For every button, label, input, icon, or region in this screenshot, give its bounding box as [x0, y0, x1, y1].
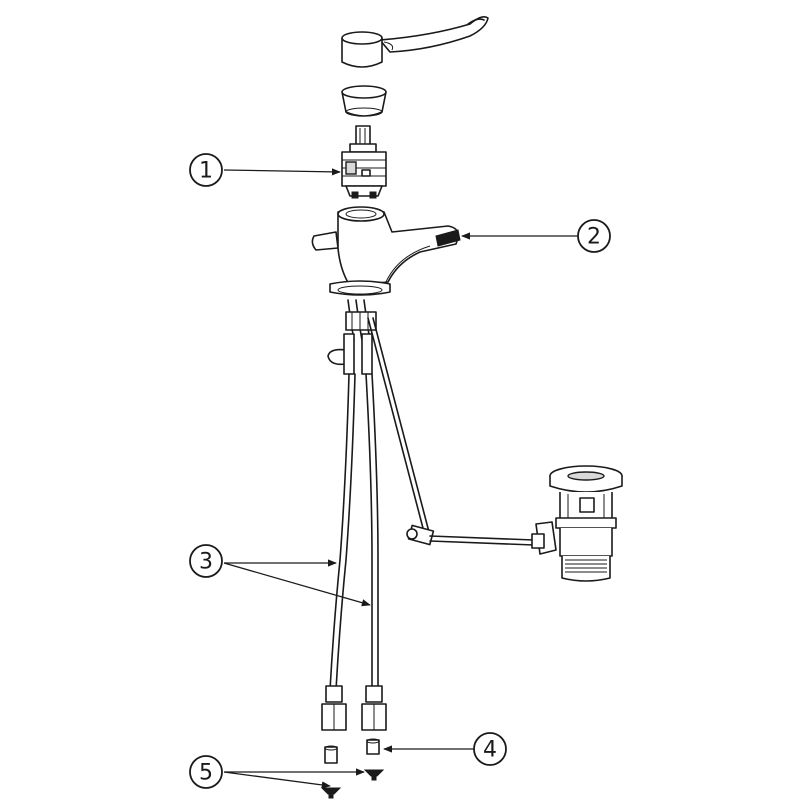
- callout-label: 1: [199, 159, 213, 184]
- leader-lines: [223, 168, 578, 789]
- hose-inserts: [324, 738, 380, 764]
- callout-label: 4: [483, 738, 497, 763]
- callout-1: 1: [189, 153, 223, 187]
- callout-2: 2: [577, 219, 611, 253]
- lever-handle: [341, 16, 489, 68]
- hose-nuts: [321, 685, 387, 731]
- retaining-ring: [341, 85, 387, 117]
- callout-5: 5: [189, 755, 223, 789]
- callout-label: 5: [199, 761, 213, 786]
- cartridge: [341, 125, 387, 199]
- callout-label: 3: [199, 550, 213, 575]
- faucet-body: [311, 206, 461, 296]
- callout-3: 3: [189, 544, 223, 578]
- pop-up-rod: [367, 317, 535, 546]
- callout-label: 2: [587, 225, 601, 250]
- callout-4: 4: [473, 732, 507, 766]
- pop-up-drain: [531, 465, 623, 582]
- supply-hoses: [327, 299, 379, 691]
- seals: [320, 769, 385, 799]
